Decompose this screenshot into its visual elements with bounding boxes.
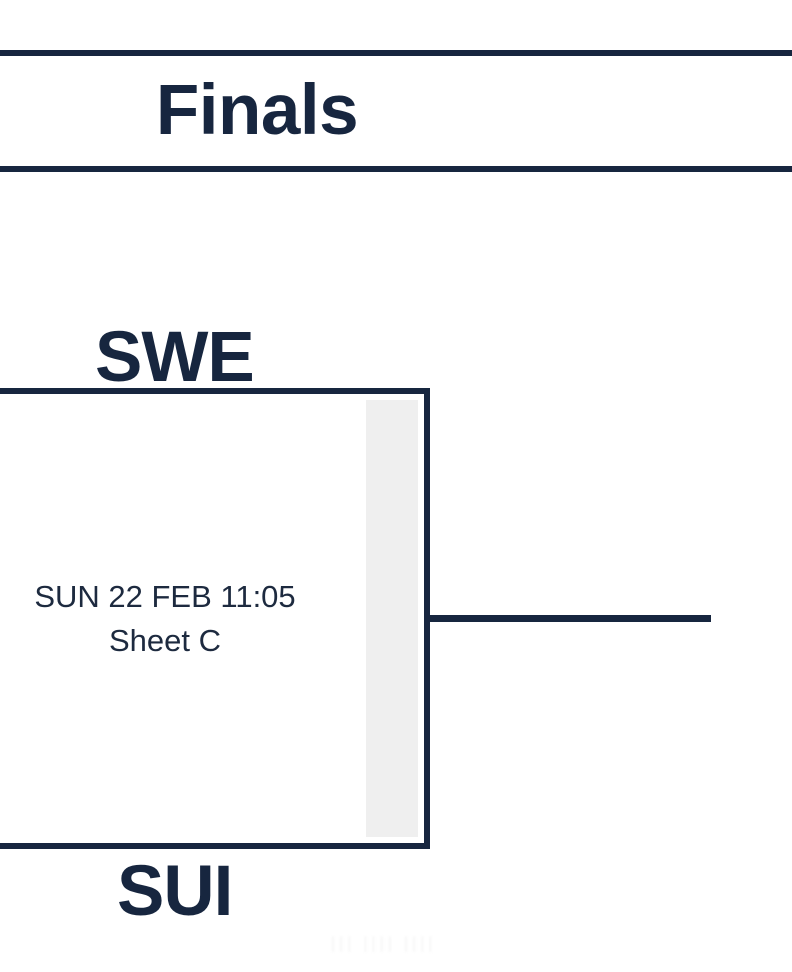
team-label-bottom[interactable]: SUI [117,852,233,931]
match-info: SUN 22 FEB 11:05 Sheet C [0,388,370,849]
match-sheet: Sheet C [108,622,221,658]
match-datetime: SUN 22 FEB 11:05 [34,578,296,614]
match-box-outline [0,388,430,849]
round-header-band: Finals [0,50,792,172]
round-title: Finals [155,71,359,150]
match-shade-column [366,400,418,837]
match-card[interactable]: SUN 22 FEB 11:05 Sheet C [0,388,430,849]
advancement-connector-line [426,615,711,622]
team-label-top[interactable]: SWE [95,318,255,397]
watermark: III IIII IIII [330,932,436,957]
